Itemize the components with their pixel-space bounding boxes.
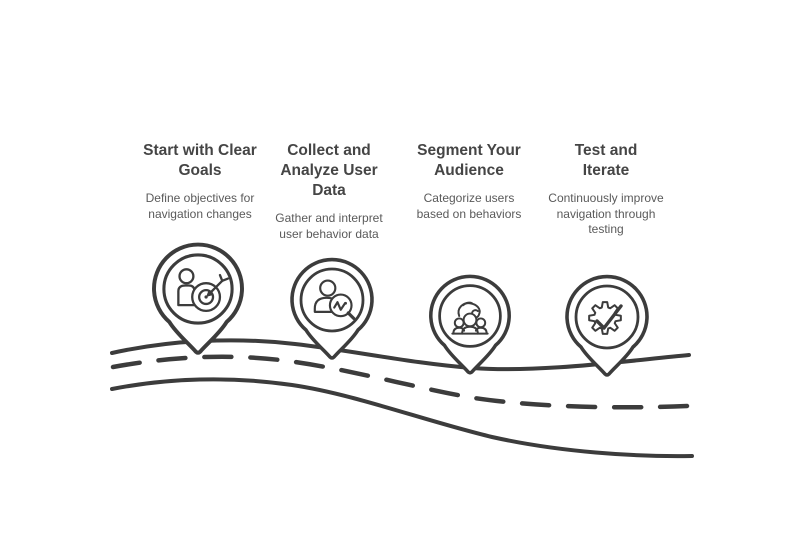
step-3-title: Segment Your Audience — [396, 141, 542, 181]
desc-line: navigation changes — [148, 206, 252, 221]
step-3-description: Categorize users based on behaviors — [396, 191, 542, 222]
desc-line: testing — [588, 222, 624, 236]
desc-line: Gather and interpret — [275, 211, 383, 225]
title-line: Segment Your — [417, 142, 521, 159]
location-pin-analyze — [290, 257, 374, 360]
desc-line: user behavior data — [279, 226, 379, 241]
step-4-title: Test and Iterate — [530, 141, 682, 181]
step-1-title: Start with Clear Goals — [127, 141, 273, 181]
title-line: Goals — [178, 162, 222, 179]
step-3: Segment Your Audience Categorize users b… — [396, 141, 542, 222]
location-pin-segment — [429, 274, 511, 375]
title-line: Data — [312, 182, 346, 199]
step-1-description: Define objectives for navigation changes — [127, 191, 273, 222]
title-line: Collect and — [287, 142, 371, 159]
step-2-title: Collect and Analyze User Data — [256, 141, 402, 201]
title-line: Iterate — [582, 162, 630, 179]
gear-with-checkmark-icon — [588, 301, 623, 335]
step-4-description: Continuously improve navigation through … — [530, 191, 682, 238]
road-bottom-edge — [110, 377, 694, 459]
step-4: Test and Iterate Continuously improve na… — [530, 141, 682, 238]
desc-line: based on behaviors — [416, 206, 522, 221]
step-2: Collect and Analyze User Data Gather and… — [256, 141, 402, 242]
person-with-dartboard-target-icon — [177, 268, 230, 313]
desc-line: Define objectives for — [145, 191, 255, 205]
step-1: Start with Clear Goals Define objectives… — [127, 141, 273, 222]
desc-line: navigation through — [556, 206, 656, 221]
desc-line: Continuously improve — [548, 191, 664, 205]
hand-over-user-group-icon — [451, 301, 489, 335]
title-line: Test and — [574, 142, 638, 159]
title-line: Audience — [434, 162, 504, 179]
title-line: Start with Clear — [143, 142, 257, 159]
road-center-dashed-line — [110, 354, 690, 410]
title-line: Analyze User — [280, 162, 378, 179]
location-pin-test — [565, 274, 649, 377]
location-pin-goals — [152, 242, 244, 355]
user-with-analytics-magnifier-icon — [313, 279, 356, 320]
step-2-description: Gather and interpret user behavior data — [256, 211, 402, 242]
desc-line: Categorize users — [423, 191, 515, 205]
